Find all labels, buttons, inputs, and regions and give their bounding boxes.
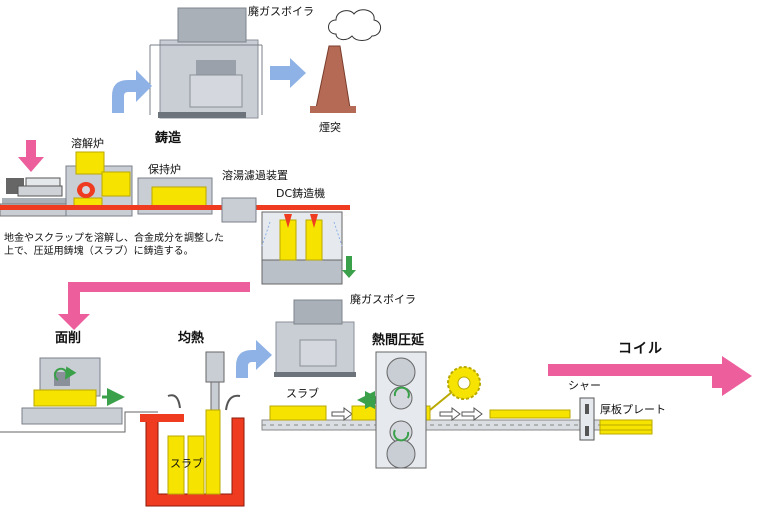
pink-arrow-coil — [548, 356, 752, 396]
casting-description: 地金やスクラップを溶解し、合金成分を調整した 上で、圧延用鋳塊（スラブ）に鋳造す… — [4, 232, 224, 258]
dc-caster — [261, 211, 343, 285]
label-shear: シャー — [568, 379, 601, 392]
heading-soaking: 均熱 — [178, 331, 205, 346]
chimney — [315, 45, 351, 109]
green-arrow-down — [342, 256, 356, 278]
floor-line — [0, 411, 158, 433]
heading-casting: 鋳造 — [155, 131, 182, 146]
description-line-2: 上で、圧延用鋳塊（スラブ）に鋳造する。 — [4, 246, 194, 257]
coil-reel — [429, 366, 481, 411]
label-melt-filter: 溶湯濾過装置 — [222, 169, 288, 182]
pink-arrow-to-scalping — [58, 282, 250, 330]
shear — [579, 397, 595, 441]
molten-channel — [0, 205, 350, 210]
flow-arrow-up-right — [112, 70, 152, 113]
pit-out-arrow — [225, 394, 241, 411]
heading-coil: コイル — [618, 341, 663, 357]
scalping-machine — [21, 357, 123, 425]
rolled-plate — [489, 409, 571, 419]
pink-arrow-down — [18, 140, 44, 172]
waste-gas-boiler-mid — [274, 299, 356, 377]
thick-plate-stack — [599, 419, 653, 435]
label-melting-furnace: 溶解炉 — [71, 137, 104, 150]
label-thick-plate: 厚板プレート — [600, 403, 666, 416]
label-dc-caster: DC鋳造機 — [276, 187, 326, 200]
label-slab-pit: スラブ — [170, 457, 203, 470]
slab-on-table — [269, 405, 327, 421]
flow-arrow-to-boiler-mid — [236, 340, 272, 378]
flow-arrow-to-chimney — [270, 58, 306, 88]
label-slab-line: スラブ — [286, 387, 319, 400]
soaking-pit — [140, 351, 245, 507]
description-line-1: 地金やスクラップを溶解し、合金成分を調整した — [4, 233, 224, 244]
label-holding-furnace: 保持炉 — [148, 163, 181, 176]
label-boiler-mid: 廃ガスボイラ — [350, 293, 416, 306]
heading-scalping: 面削 — [55, 331, 82, 346]
rolling-mill — [375, 351, 427, 469]
label-boiler-top: 廃ガスボイラ — [248, 5, 314, 18]
scrap-ingots — [0, 177, 71, 217]
waste-gas-boiler-top — [149, 7, 263, 119]
heading-hot-rolling: 熱間圧延 — [372, 333, 425, 348]
melt-filter-unit — [221, 197, 257, 223]
smoke-cloud — [328, 9, 381, 41]
label-chimney: 煙突 — [319, 121, 341, 134]
pit-in-arrow — [167, 394, 181, 409]
